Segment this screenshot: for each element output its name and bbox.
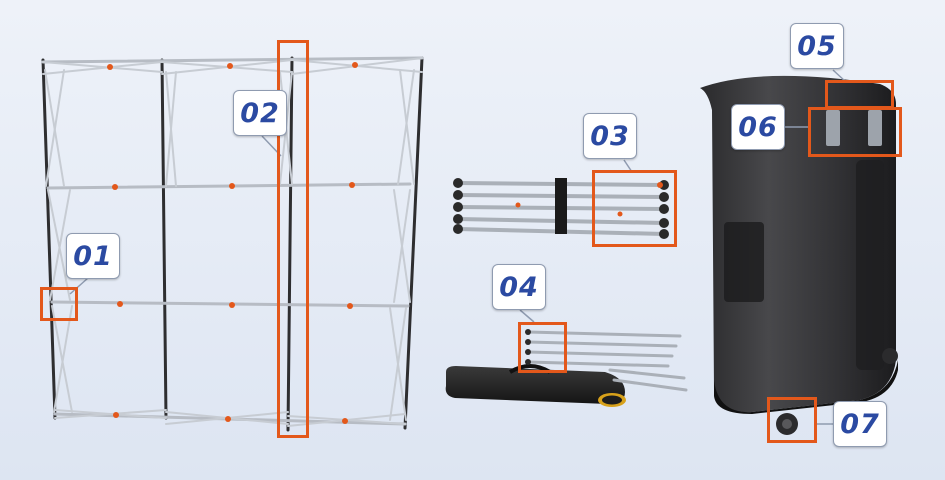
highlight-box-07 bbox=[767, 397, 817, 443]
highlight-box-02 bbox=[277, 40, 309, 438]
shipping-case bbox=[700, 75, 898, 435]
callout-02-label: 02 bbox=[240, 97, 280, 129]
callout-03: 03 bbox=[583, 113, 637, 159]
callout-07: 07 bbox=[833, 401, 887, 447]
callout-02: 02 bbox=[233, 90, 287, 136]
highlight-box-04 bbox=[518, 322, 567, 373]
callout-04: 04 bbox=[492, 264, 546, 310]
callout-05-label: 05 bbox=[797, 30, 837, 62]
callout-03-label: 03 bbox=[590, 120, 630, 152]
callout-04-label: 04 bbox=[499, 271, 539, 303]
callout-07-label: 07 bbox=[840, 408, 880, 440]
callout-06-label: 06 bbox=[738, 111, 778, 143]
popup-frame bbox=[41, 56, 424, 432]
callout-01-label: 01 bbox=[73, 240, 113, 272]
highlight-box-03 bbox=[592, 170, 677, 247]
folded-frame bbox=[453, 178, 669, 239]
highlight-box-05 bbox=[825, 80, 894, 109]
carry-bag bbox=[445, 329, 688, 407]
highlight-box-01 bbox=[40, 287, 78, 321]
highlight-box-06 bbox=[808, 107, 902, 157]
callout-05: 05 bbox=[790, 23, 844, 69]
callout-06: 06 bbox=[731, 104, 785, 150]
callout-01: 01 bbox=[66, 233, 120, 279]
